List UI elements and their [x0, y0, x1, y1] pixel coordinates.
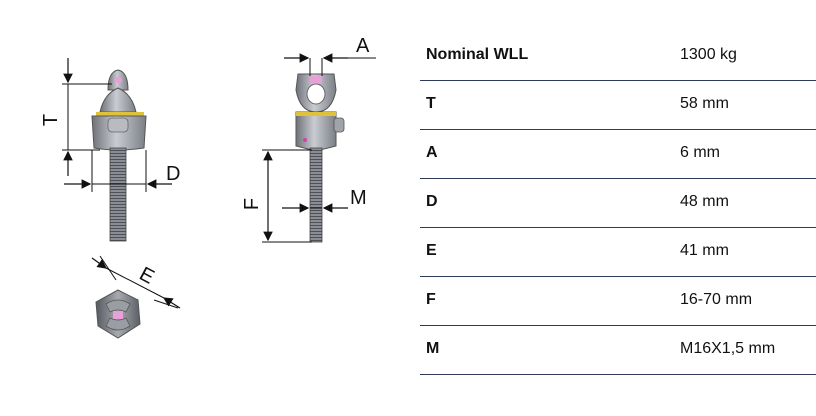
spec-value: 48 mm: [680, 193, 729, 210]
spec-label: M: [426, 340, 440, 357]
spec-value: M16X1,5 mm: [680, 340, 776, 357]
spec-row-m: M M16X1,5 mm: [420, 326, 816, 375]
dimension-label-d: D: [166, 163, 180, 185]
front-view: [91, 69, 147, 242]
spec-label: Nominal WLL: [426, 46, 529, 63]
dimension-a: A: [284, 35, 376, 76]
spec-row-e: E 41 mm: [420, 228, 816, 277]
spec-value: 16-70 mm: [680, 291, 753, 308]
spec-row-nominal-wll: Nominal WLL 1300 kg: [420, 32, 816, 81]
dimension-t: T: [40, 58, 112, 176]
spec-value: 41 mm: [680, 242, 729, 259]
dimension-label-m: M: [350, 187, 367, 209]
dimension-f: F: [241, 149, 312, 243]
dimension-label-a: A: [356, 35, 370, 57]
spec-label: A: [426, 144, 438, 161]
spec-label: F: [426, 291, 436, 308]
spec-label: E: [426, 242, 437, 259]
dimension-label-t: T: [40, 114, 62, 126]
spec-value: 58 mm: [680, 95, 729, 112]
spec-row-f: F 16-70 mm: [420, 277, 816, 326]
side-view: [295, 73, 345, 243]
technical-drawing: T D E: [0, 0, 410, 411]
spec-value: 6 mm: [680, 144, 720, 161]
top-view: [95, 289, 141, 339]
dimension-d: D: [64, 150, 180, 192]
spec-row-d: D 48 mm: [420, 179, 816, 228]
spec-value: 1300 kg: [680, 46, 737, 63]
spec-label: D: [426, 193, 438, 210]
spec-row-t: T 58 mm: [420, 81, 816, 130]
spec-row-a: A 6 mm: [420, 130, 816, 179]
spec-table: Nominal WLL 1300 kg T 58 mm A 6 mm D 48 …: [420, 32, 816, 375]
spec-label: T: [426, 95, 436, 112]
dimension-m: M: [282, 187, 367, 213]
dimension-label-f: F: [241, 198, 263, 210]
